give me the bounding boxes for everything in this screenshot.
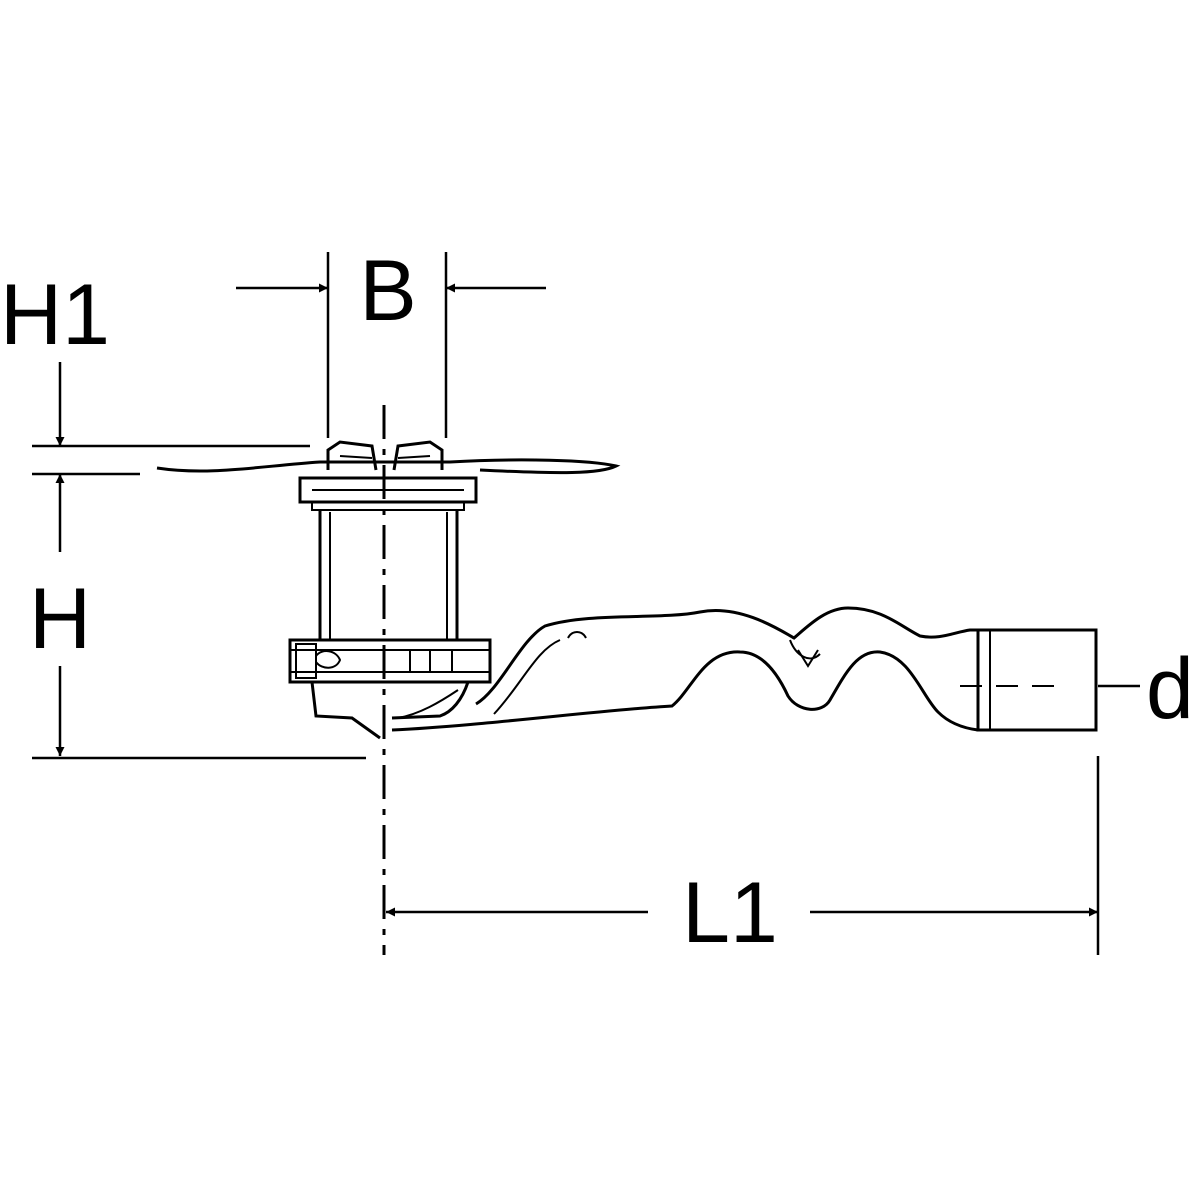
label-b: B	[359, 243, 416, 339]
clamp-ring	[288, 638, 492, 684]
floor-line	[156, 458, 621, 475]
label-l1: L1	[682, 865, 778, 961]
outlet-socket	[976, 628, 1098, 732]
label-h1: H1	[0, 267, 110, 363]
label-d: d	[1146, 641, 1194, 737]
trap-bowl	[310, 681, 470, 740]
dimension-l1	[386, 756, 1100, 955]
dimension-h1	[32, 362, 310, 476]
dimension-b	[236, 252, 546, 438]
pipe-upper-edge	[475, 606, 980, 706]
dimension-h	[32, 474, 366, 760]
drain-body	[156, 440, 621, 740]
grate-cap	[326, 440, 444, 471]
label-h: H	[29, 571, 91, 667]
pipe-lower-edge	[391, 650, 979, 732]
outlet-pipe	[391, 606, 1098, 732]
